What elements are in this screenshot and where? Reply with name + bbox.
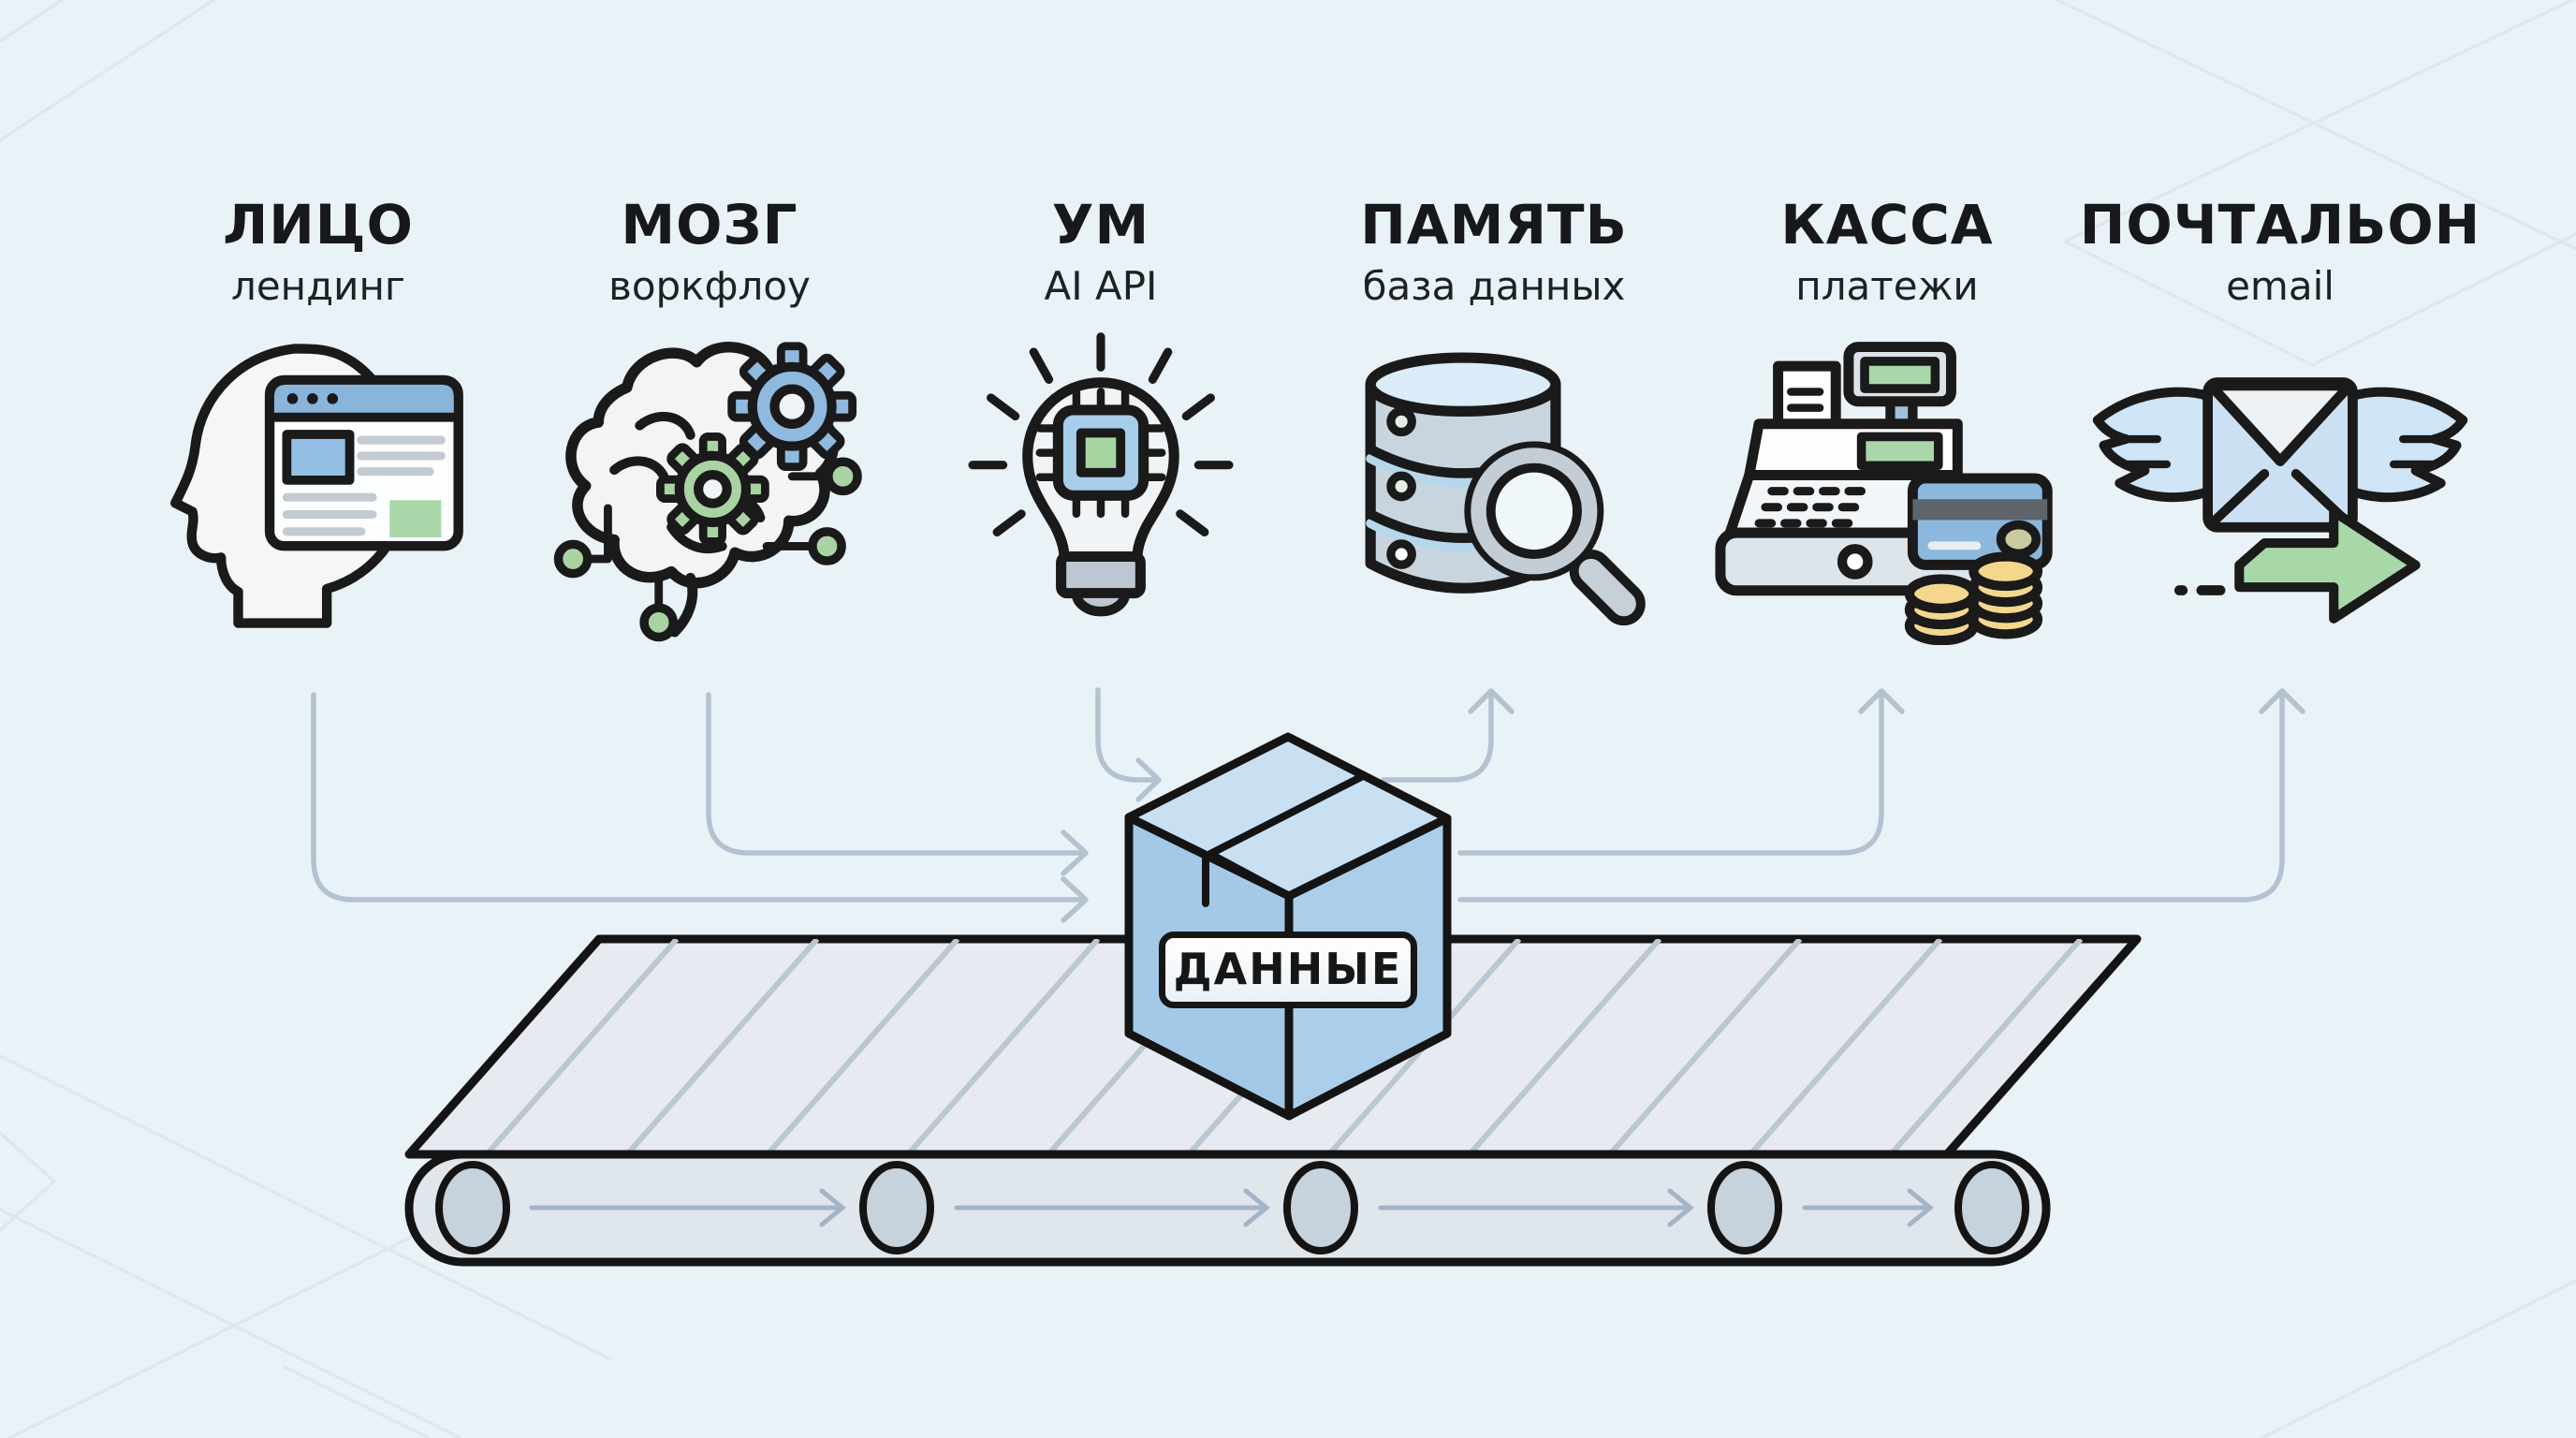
arrow-box-to-payments <box>1457 694 1884 856</box>
roller <box>1283 1161 1358 1255</box>
station-title: МОЗГ <box>621 193 798 257</box>
arrow-email-head <box>2259 688 2305 714</box>
station-title: ПОЧТАЛЬОН <box>2079 193 2481 257</box>
credit-card-icon <box>1907 472 2053 570</box>
station-subtitle: лендинг <box>230 263 405 309</box>
magnifier-icon <box>1464 440 1646 625</box>
station-landing: ЛИЦО лендинг <box>103 192 534 651</box>
brain-gears-icon <box>553 342 862 642</box>
arrow-ai-to-box <box>1095 687 1156 783</box>
station-subtitle: email <box>2226 263 2334 309</box>
head-browser-icon <box>170 344 463 628</box>
data-box-label: ДАННЫЕ <box>1159 932 1417 1008</box>
winged-envelope-icon <box>2092 376 2468 624</box>
left-wing <box>2092 387 2219 502</box>
station-title: УМ <box>1051 193 1150 257</box>
station-subtitle: база данных <box>1362 263 1626 309</box>
station-email: ПОЧТАЛЬОН email <box>2065 192 2496 651</box>
database-search-icon <box>1365 351 1646 625</box>
right-wing <box>2341 387 2468 502</box>
station-subtitle: воркфлоу <box>608 263 811 309</box>
station-title: КАССА <box>1780 193 1994 257</box>
roller <box>1707 1161 1782 1255</box>
arrow-payments-head <box>1858 688 1905 714</box>
data-box-lid-seam <box>1207 772 1367 900</box>
bulb-base <box>1056 550 1146 598</box>
station-workflow: МОЗГ воркфлоу <box>494 192 925 651</box>
station-ai-api: УМ AI API <box>886 192 1316 651</box>
arrow-workflow-to-box <box>706 692 1083 856</box>
flow-arrows <box>311 687 2305 923</box>
arrow-landing-to-box <box>311 692 1083 902</box>
green-gear-icon <box>656 433 769 546</box>
arrow-ai-head <box>1135 757 1162 802</box>
arrow-workflow-head <box>1061 829 1089 876</box>
bulb-tip <box>1071 587 1131 616</box>
cash-register-icon <box>1715 341 2053 645</box>
roller <box>1954 1161 2029 1255</box>
station-subtitle: AI API <box>1044 263 1158 309</box>
station-payments: КАССА платежи <box>1672 192 2102 651</box>
send-arrow-icon <box>2174 506 2421 624</box>
station-database: ПАМЯТЬ база данных <box>1279 192 1709 651</box>
belt-rollers <box>435 1161 2029 1255</box>
coin-stacks-icon <box>1904 550 2043 645</box>
arrow-database-head <box>1468 688 1515 714</box>
station-subtitle: платежи <box>1795 263 1979 309</box>
station-title: ЛИЦО <box>223 193 414 257</box>
arrow-landing-head <box>1061 876 1089 923</box>
bulb-chip-icon <box>968 331 1234 616</box>
belt-direction-arrows <box>529 1188 1934 1227</box>
roller <box>435 1161 510 1255</box>
data-box <box>1124 732 1452 1121</box>
envelope-flap <box>2205 379 2355 466</box>
blue-gear-icon <box>727 342 857 472</box>
station-title: ПАМЯТЬ <box>1360 193 1628 257</box>
arrow-box-to-email <box>1457 694 2285 902</box>
db-top <box>1365 351 1561 417</box>
roller <box>859 1161 934 1255</box>
arrow-box-to-database <box>1381 694 1494 783</box>
chip-core <box>1076 428 1126 477</box>
bulb-rays <box>968 331 1234 536</box>
